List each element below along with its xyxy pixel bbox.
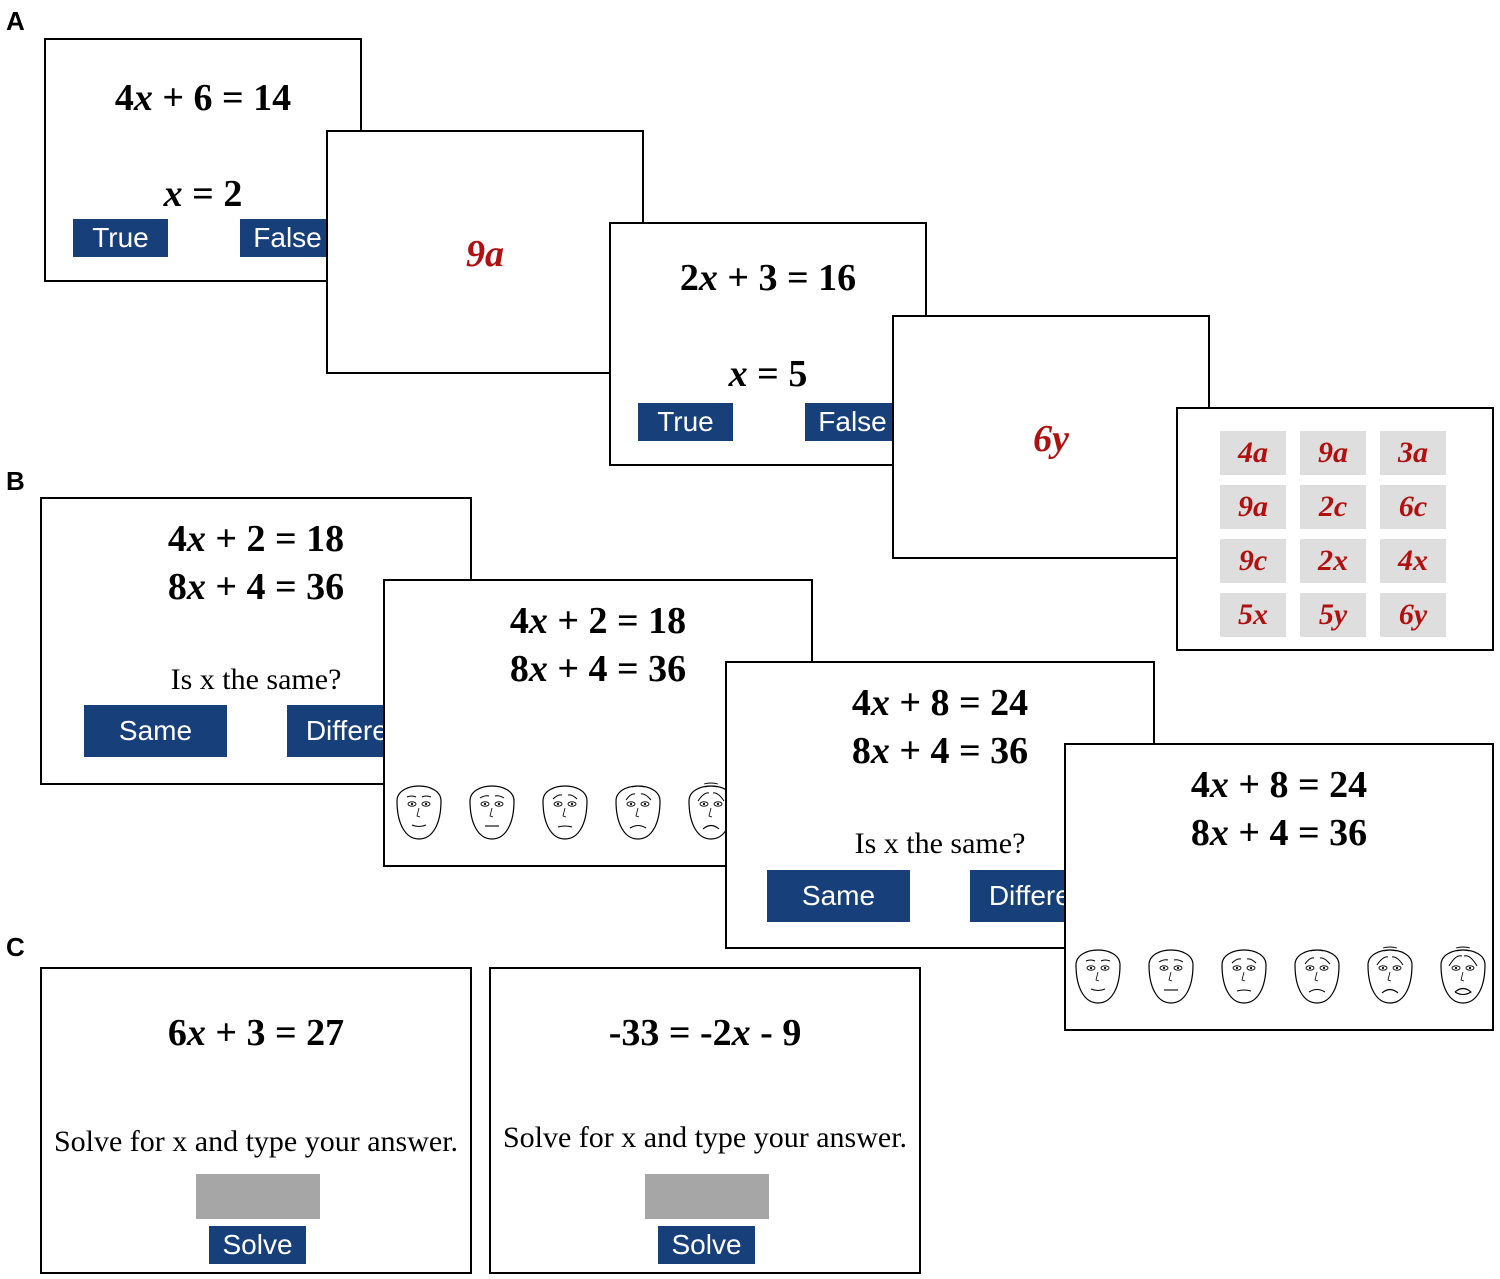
recall-option[interactable]: 3a [1380,431,1446,475]
panel-label-b: B [6,466,25,496]
answer-input[interactable] [645,1174,769,1219]
face-6-icon[interactable] [1435,935,1491,1007]
equation: -33 = -2x - 9 [608,1012,802,1054]
face-1-icon[interactable] [1070,935,1126,1007]
face-3-icon[interactable] [1216,935,1272,1007]
equation-2: 8x + 4 = 36 [851,730,1029,772]
panel-label-c: C [6,932,25,962]
equation: 4x + 6 = 14 [114,77,292,119]
same-button[interactable]: Same [84,705,227,757]
panel-c-screen-1: 6x + 3 = 27 Solve for x and type your an… [40,967,472,1274]
face-3-icon[interactable] [537,771,593,843]
equation-1: 4x + 2 = 18 [167,518,345,560]
false-button[interactable]: False [805,403,900,441]
question-text: Is x the same? [170,663,342,696]
recall-option[interactable]: 9a [1220,485,1286,529]
recall-option[interactable]: 2x [1300,539,1366,583]
recall-grid: 4a 9a 3a 9a 2c 6c 9c 2x 4x 5x 5y 6y [1220,431,1446,637]
panel-a-screen-1: 4x + 6 = 14 x = 2 True False [44,38,362,282]
equation-1: 4x + 8 = 24 [1190,764,1368,806]
face-2-icon[interactable] [464,771,520,843]
recall-option[interactable]: 4a [1220,431,1286,475]
panel-c-screen-2: -33 = -2x - 9 Solve for x and type your … [489,967,921,1274]
solve-button[interactable]: Solve [209,1226,306,1264]
recall-option[interactable]: 9a [1300,431,1366,475]
panel-a-screen-4: 6y [892,315,1210,559]
face-2-icon[interactable] [1143,935,1199,1007]
recall-screen: 4a 9a 3a 9a 2c 6c 9c 2x 4x 5x 5y 6y [1176,407,1494,651]
candidate-answer: x = 2 [163,173,243,215]
equation-2: 8x + 4 = 36 [1190,812,1368,854]
anxiety-rating-scale [1070,935,1492,1007]
memory-cue: 9a [466,233,504,275]
face-4-icon[interactable] [610,771,666,843]
recall-option[interactable]: 6c [1380,485,1446,529]
recall-option[interactable]: 6y [1380,593,1446,637]
solve-button[interactable]: Solve [658,1226,755,1264]
equation-1: 4x + 8 = 24 [851,682,1029,724]
face-5-icon[interactable] [1362,935,1418,1007]
equation: 2x + 3 = 16 [679,257,857,299]
instruction-text: Solve for x and type your answer. [502,1121,908,1154]
candidate-answer: x = 5 [728,353,808,395]
true-button[interactable]: True [638,403,733,441]
recall-option[interactable]: 5y [1300,593,1366,637]
face-1-icon[interactable] [391,771,447,843]
true-button[interactable]: True [73,219,168,257]
equation-2: 8x + 4 = 36 [167,566,345,608]
equation-2: 8x + 4 = 36 [509,648,687,690]
same-button[interactable]: Same [767,870,910,922]
panel-a-screen-3: 2x + 3 = 16 x = 5 True False [609,222,927,466]
recall-option[interactable]: 5x [1220,593,1286,637]
instruction-text: Solve for x and type your answer. [53,1125,459,1158]
panel-a-screen-2: 9a [326,130,644,374]
equation: 6x + 3 = 27 [167,1012,345,1054]
answer-input[interactable] [196,1174,320,1219]
question-text: Is x the same? [854,827,1026,860]
face-4-icon[interactable] [1289,935,1345,1007]
recall-option[interactable]: 9c [1220,539,1286,583]
recall-option[interactable]: 4x [1380,539,1446,583]
false-button[interactable]: False [240,219,335,257]
panel-label-a: A [6,6,25,36]
recall-option[interactable]: 2c [1300,485,1366,529]
memory-cue: 6y [1033,418,1069,460]
panel-b-screen-4: 4x + 8 = 24 8x + 4 = 36 [1064,743,1494,1031]
equation-1: 4x + 2 = 18 [509,600,687,642]
